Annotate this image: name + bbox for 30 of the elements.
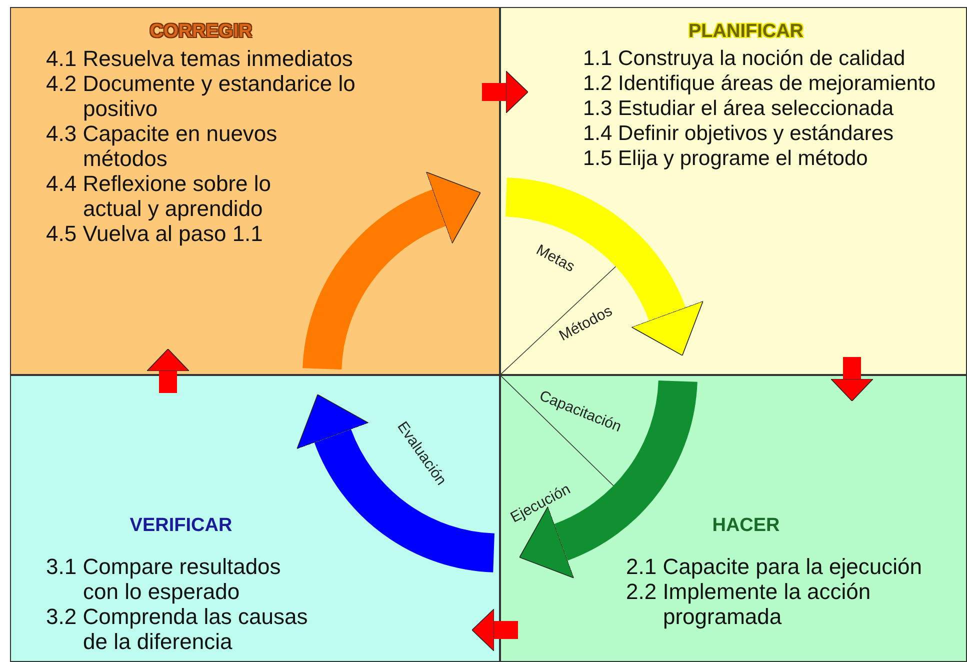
curved-arrow <box>297 395 496 572</box>
step-text: 1.4 Definir objetivos y estándares <box>583 121 894 146</box>
step-text: 2.2 Implemente la acción programada <box>626 579 872 629</box>
block-arrow <box>146 348 190 393</box>
quadrant-panel <box>500 375 967 662</box>
block-arrow <box>830 357 874 402</box>
step-text: 4.1 Resuelva temas inmediatos <box>46 46 354 71</box>
step-text: 4.5 Vuelva al paso 1.1 <box>46 221 264 246</box>
step-text: 1.1 Construya la noción de calidad <box>583 46 906 71</box>
section-heading: PLANIFICAR <box>688 21 804 43</box>
step-text: 4.2 Documente y estandarice lo positivo <box>46 71 356 121</box>
step-text: 2.1 Capacite para la ejecución <box>626 554 923 579</box>
section-heading: HACER <box>712 515 780 537</box>
step-text: 3.1 Compare resultados con lo esperado <box>46 554 282 604</box>
step-text: 4.4 Reflexione sobre lo actual y aprendido <box>46 171 272 221</box>
curved-arrow <box>302 172 480 371</box>
step-text: 3.2 Comprenda las causas de la diferencia <box>46 604 309 654</box>
block-arrow <box>482 70 528 114</box>
step-text: 1.2 Identifique áreas de mejoramiento <box>583 71 937 96</box>
curved-arrow <box>520 379 698 578</box>
quadrant-panel <box>10 375 500 662</box>
step-text: 4.3 Capacite en nuevos métodos <box>46 121 278 171</box>
step-text: 1.3 Estudiar el área seleccionada <box>583 96 895 121</box>
curved-arrow <box>504 178 703 355</box>
section-heading: VERIFICAR <box>130 515 232 537</box>
quadrant-panel <box>10 7 500 375</box>
step-text: 1.5 Elija y programe el método <box>583 146 869 171</box>
section-heading: CORREGIR <box>150 21 252 43</box>
block-arrow <box>472 608 518 652</box>
quadrant-panel <box>500 7 967 375</box>
